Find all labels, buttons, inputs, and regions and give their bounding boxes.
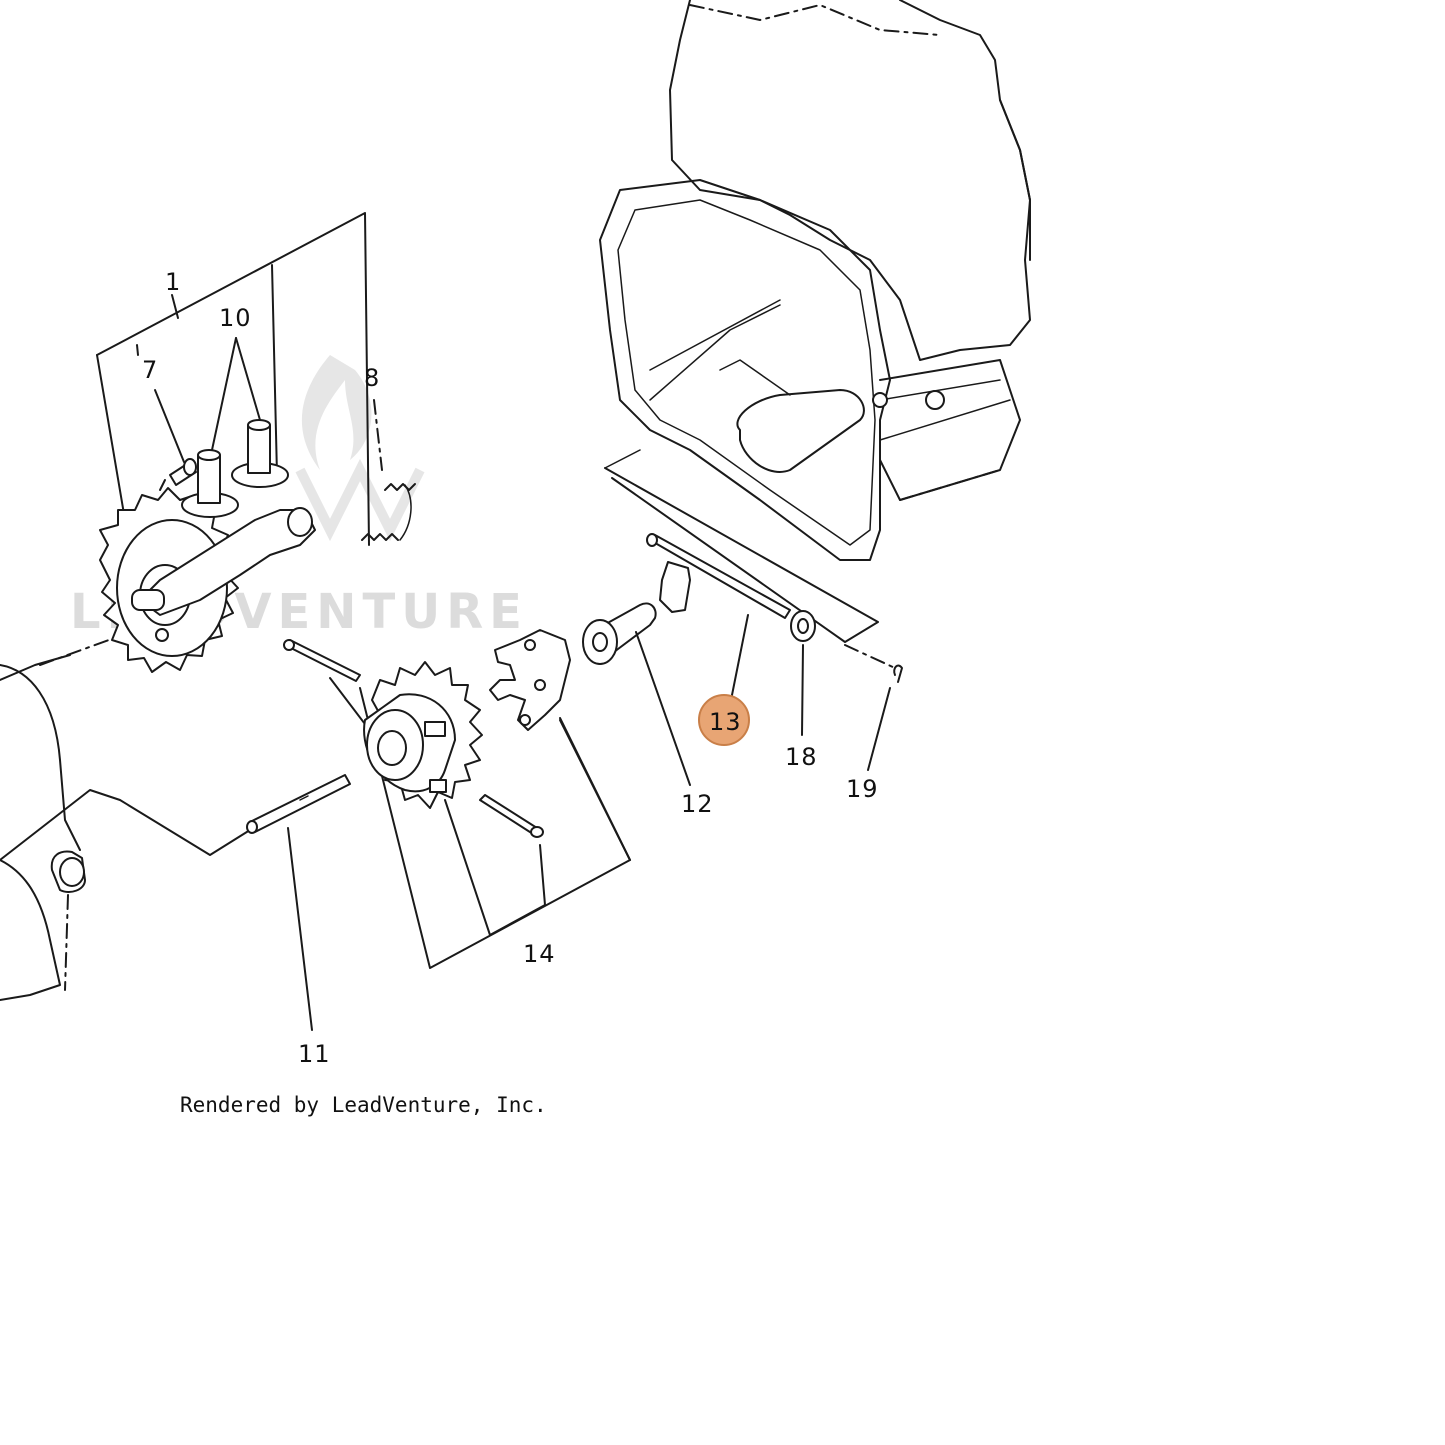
tappets (181, 419, 289, 518)
callout-13-highlight[interactable]: 13 (698, 694, 750, 746)
credit-text: Rendered by LeadVenture, Inc. (180, 1093, 547, 1117)
callout-14[interactable]: 14 (523, 940, 556, 968)
callouts: 1 7 8 10 11 12 13 14 18 19 (142, 268, 879, 1068)
flyweight (489, 629, 571, 731)
callout-10[interactable]: 10 (219, 304, 252, 332)
pin-11 (246, 774, 351, 834)
camshaft-assembly (99, 487, 316, 673)
callout-11[interactable]: 11 (298, 1040, 331, 1068)
engine-block (599, 0, 1031, 561)
callout-8[interactable]: 8 (364, 364, 380, 392)
callout-13[interactable]: 13 (709, 708, 742, 736)
governor-sleeve (582, 602, 657, 665)
leader-lines (136, 294, 891, 1031)
callout-12[interactable]: 12 (681, 790, 714, 818)
springs (361, 483, 416, 541)
governor-pin (283, 639, 544, 838)
crankcase-cover (0, 664, 86, 1001)
washer (790, 610, 816, 642)
clip (893, 664, 903, 683)
governor-shaft (646, 533, 791, 619)
governor-gear (363, 661, 483, 809)
callout-1[interactable]: 1 (165, 268, 181, 296)
bolt-7 (159, 458, 197, 491)
callout-18[interactable]: 18 (785, 743, 818, 771)
callout-19[interactable]: 19 (846, 775, 879, 803)
callout-7[interactable]: 7 (142, 356, 158, 384)
